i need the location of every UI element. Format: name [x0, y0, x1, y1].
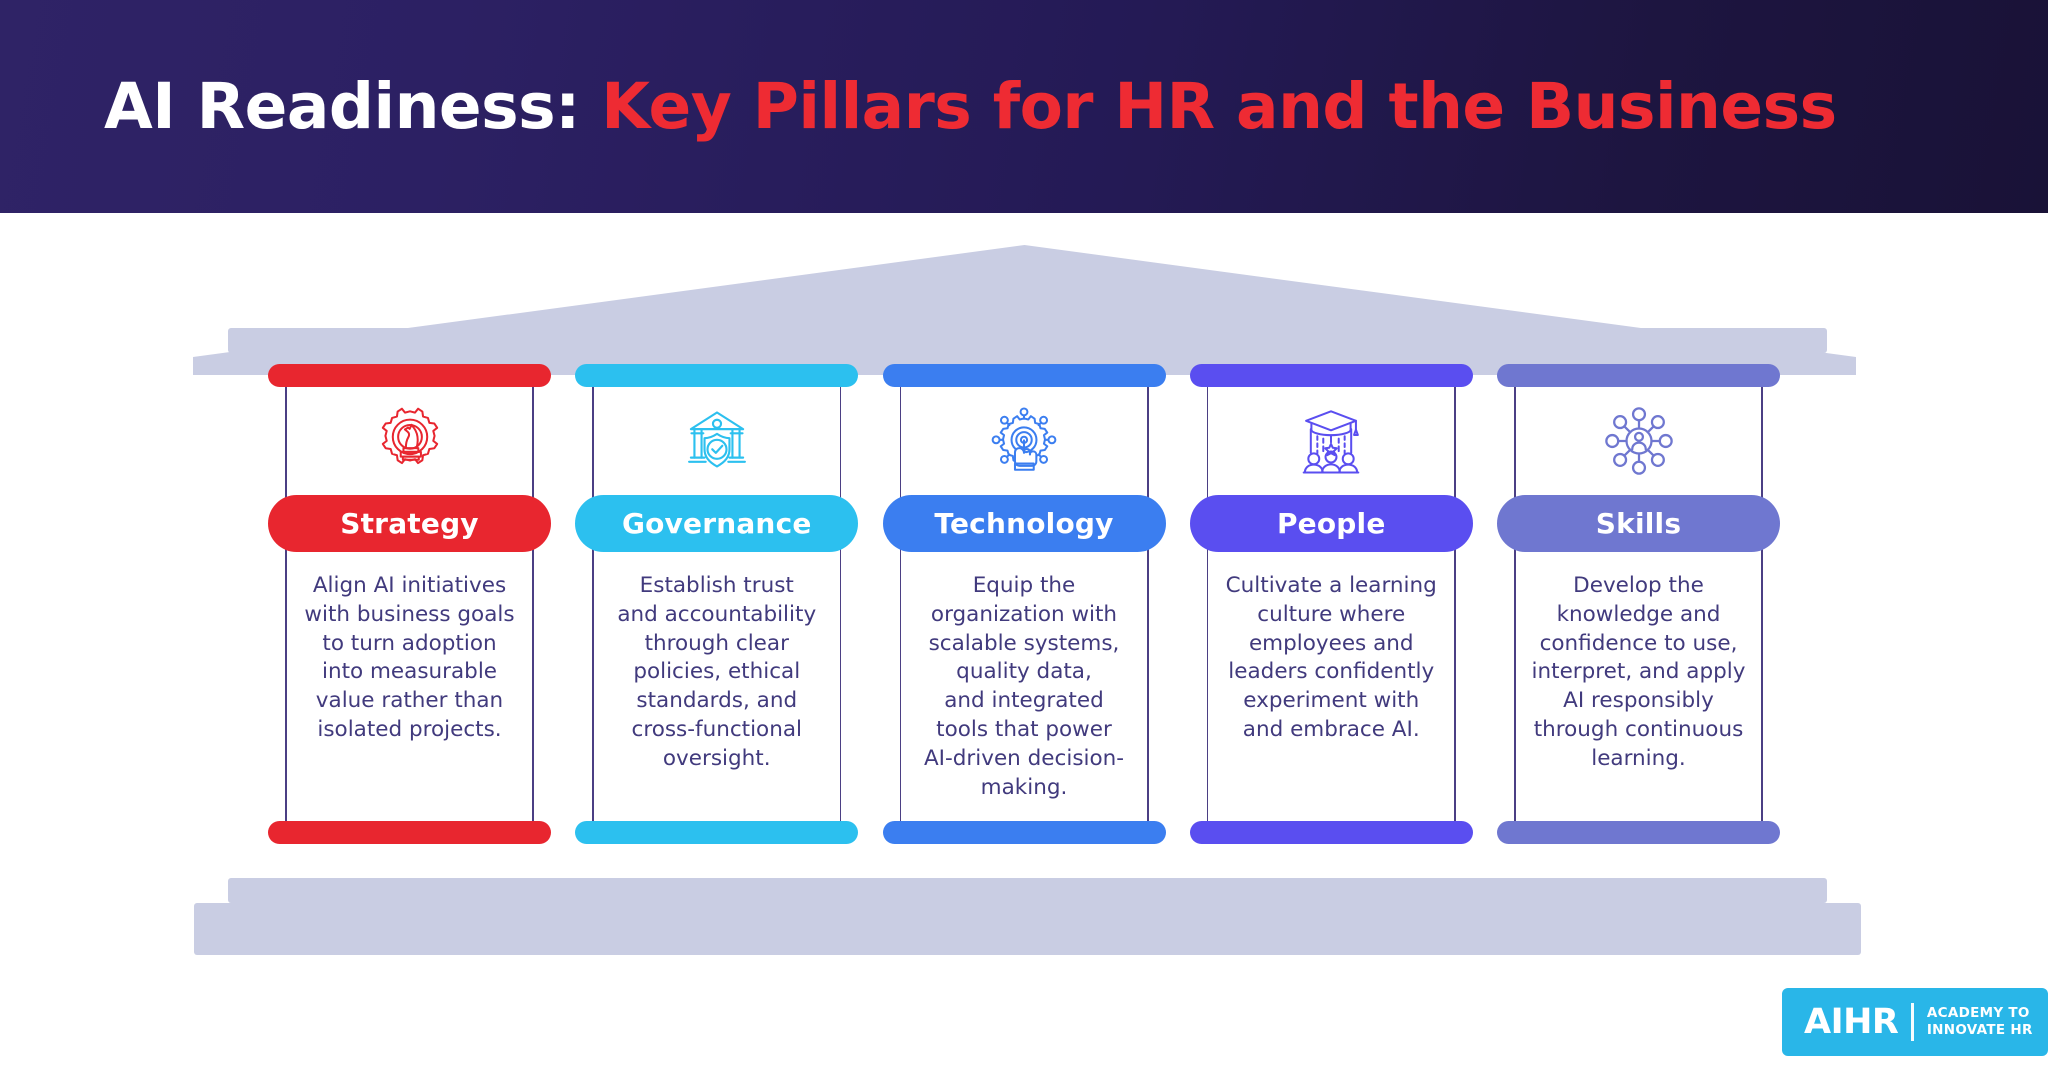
pillar-label-people[interactable]: People	[1189, 495, 1473, 552]
pillar-technology[interactable]: Technology Equip the organization with s…	[882, 364, 1166, 844]
gear-chess-knight-icon	[268, 387, 551, 495]
shaft-line-left	[592, 382, 594, 844]
gear-network-hand-icon	[883, 387, 1166, 495]
pillar-description: Equip the organization with scalable sys…	[923, 573, 1125, 800]
temple-diagram: Strategy Align AI initiatives with busin…	[0, 213, 2048, 983]
pillar-governance[interactable]: Governance Establish trust and accountab…	[575, 364, 859, 844]
bank-shield-check-icon	[575, 387, 858, 495]
logo-divider	[1911, 1003, 1914, 1041]
pillar-label-text: Governance	[621, 507, 812, 540]
pillar-label-text: People	[1276, 507, 1386, 540]
logo-wordmark: AIHR	[1804, 1001, 1899, 1042]
pillar-label-skills[interactable]: Skills	[1497, 495, 1780, 552]
pillar-label-text: Strategy	[340, 507, 479, 540]
pillar-description: Develop the knowledge and confidence to …	[1531, 573, 1746, 771]
pillar-base	[882, 821, 1166, 844]
pillar-capital	[268, 364, 551, 387]
pillar-capital	[1497, 364, 1780, 387]
person-network-hub-icon	[1497, 387, 1780, 495]
pillars-container: Strategy Align AI initiatives with busin…	[268, 364, 1780, 844]
pillar-base	[1189, 821, 1473, 844]
pillar-description: Cultivate a learning culture where emplo…	[1225, 573, 1437, 742]
header-banner: AI Readiness: Key Pillars for HR and the…	[0, 0, 2048, 213]
page-title-accent: Key Pillars for HR and the Business	[601, 70, 1837, 143]
pillar-label-text: Technology	[934, 507, 1114, 540]
pillar-description: Align AI initiatives with business goals…	[304, 573, 515, 742]
platform-upper-step	[228, 878, 1827, 903]
pillar-skills[interactable]: Skills Develop the knowledge and confide…	[1497, 364, 1780, 844]
shaft-line-right	[1146, 382, 1149, 844]
pillar-base	[268, 821, 551, 844]
pillar-description: Establish trust and accountability throu…	[617, 573, 817, 771]
page-title: AI Readiness: Key Pillars for HR and the…	[104, 70, 1837, 143]
shaft-line-right	[839, 382, 842, 844]
pillar-label-technology[interactable]: Technology	[882, 495, 1166, 552]
shaft-line-right	[1454, 382, 1456, 844]
shaft-line-left	[285, 382, 287, 844]
pillar-capital	[1189, 364, 1473, 387]
pillar-label-governance[interactable]: Governance	[575, 495, 859, 552]
shaft-line-right	[1761, 382, 1763, 844]
lintel-beam	[228, 328, 1827, 353]
pillar-base	[575, 821, 859, 844]
platform-lower-step	[194, 903, 1861, 955]
page-title-primary: AI Readiness:	[104, 70, 602, 143]
pillar-capital	[575, 364, 859, 387]
pillar-people[interactable]: People Cultivate a learning culture wher…	[1189, 364, 1473, 844]
pillar-capital	[882, 364, 1166, 387]
shaft-line-left	[1206, 382, 1209, 844]
pillar-label-text: Skills	[1595, 507, 1682, 540]
pillar-strategy[interactable]: Strategy Align AI initiatives with busin…	[268, 364, 551, 844]
aihr-logo: AIHR ACADEMY TO INNOVATE HR	[1782, 988, 2048, 1056]
pillar-base	[1497, 821, 1780, 844]
shaft-line-left	[1514, 382, 1516, 844]
pillar-label-strategy[interactable]: Strategy	[268, 495, 551, 552]
graduation-cap-people-icon	[1190, 387, 1473, 495]
shaft-line-right	[532, 382, 534, 844]
shaft-line-left	[899, 382, 902, 844]
logo-tagline: ACADEMY TO INNOVATE HR	[1926, 1005, 2033, 1038]
pediment-roof	[193, 245, 1856, 375]
